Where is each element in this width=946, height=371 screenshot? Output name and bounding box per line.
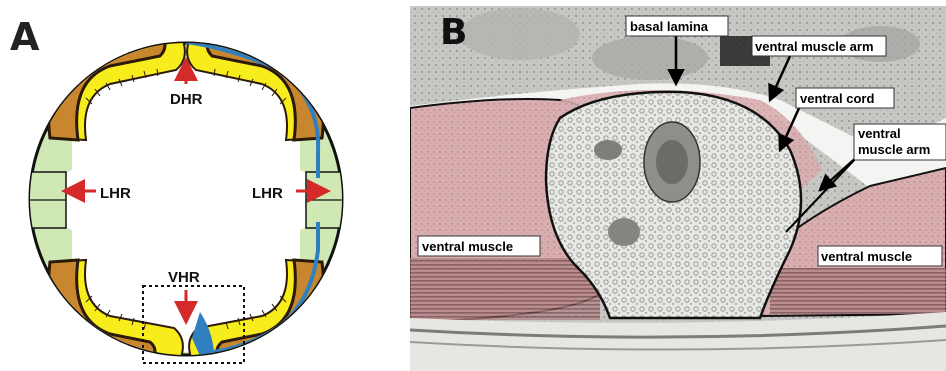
panel-b: basal lamina ventral muscle arm ventral …: [410, 6, 946, 371]
label-muscle-arm-2-line1: ventral: [858, 126, 901, 141]
label-ventral-muscle-right: ventral muscle: [821, 249, 912, 264]
label-muscle-arm-2-box: ventral muscle arm: [854, 124, 946, 160]
label-ventral-cord: ventral cord: [800, 91, 874, 106]
label-ventral-cord-box: ventral cord: [796, 88, 894, 108]
label-dhr: DHR: [170, 91, 203, 108]
label-lhr-right: LHR: [252, 185, 283, 202]
label-lhr-left: LHR: [100, 185, 131, 202]
label-vhr: VHR: [168, 269, 200, 286]
panel-b-letter: B: [440, 12, 467, 53]
label-ventral-muscle-arm: ventral muscle arm: [755, 39, 874, 54]
label-basal-lamina: basal lamina: [630, 19, 709, 34]
panel-a-letter: A: [10, 15, 40, 59]
label-muscle-arm-2-line2: muscle arm: [858, 142, 930, 157]
label-muscle-arm-box: ventral muscle arm: [752, 36, 886, 56]
panel-a: A: [10, 15, 356, 364]
label-ventral-muscle-left: ventral muscle: [422, 239, 513, 254]
label-ventral-muscle-left-box: ventral muscle: [418, 236, 540, 256]
label-basal-lamina-box: basal lamina: [626, 16, 728, 36]
label-ventral-muscle-right-box: ventral muscle: [818, 246, 942, 266]
